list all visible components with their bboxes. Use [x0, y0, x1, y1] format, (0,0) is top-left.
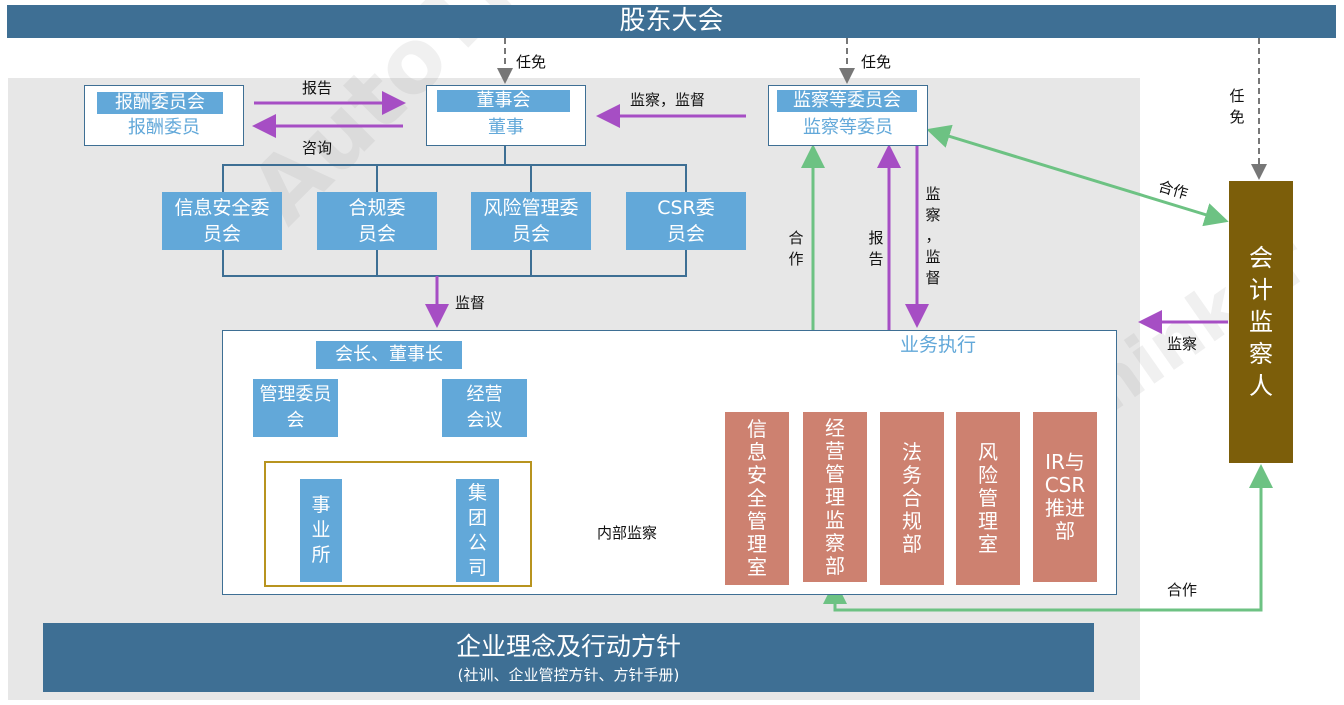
group-frame [264, 461, 532, 587]
dept-management-audit: 经营管理监察部 [803, 412, 867, 582]
philosophy-subtitle: (社训、企业管控方针、方针手册) [457, 666, 680, 684]
label-coop-vertical: 合作 [788, 229, 804, 268]
label-report-vertical: 报告 [868, 229, 884, 268]
remuneration-committee-box: 报酬委员会 报酬委员 [84, 85, 244, 146]
dept-info-security-office: 信息安全管理室 [725, 412, 789, 585]
audit-committee-member: 监察等委员 [803, 117, 893, 138]
dept-legal-compliance: 法务合规部 [880, 412, 944, 585]
execution-label: 业务执行 [900, 334, 977, 356]
label-report: 报告 [302, 79, 333, 97]
label-coop-bottom: 合作 [1167, 581, 1198, 599]
label-supervise-vertical: 监察，监督 [925, 185, 941, 287]
audit-committee-box: 监察等委员会 监察等委员 [768, 85, 928, 146]
remuneration-committee-pill: 报酬委员会 [97, 92, 223, 114]
compliance-committee: 合规委员会 [317, 192, 437, 250]
philosophy-banner: 企业理念及行动方针 (社训、企业管控方针、方针手册) [43, 623, 1094, 692]
remuneration-member: 报酬委员 [128, 117, 200, 138]
csr-committee: CSR委员会 [626, 192, 746, 250]
label-appoint-audit: 任免 [861, 53, 892, 71]
dept-risk-management: 风险管理室 [956, 412, 1020, 585]
info-security-committee: 信息安全委员会 [162, 192, 282, 250]
management-committee-box: 管理委员会 [253, 379, 338, 437]
office-box: 事业所 [300, 479, 342, 582]
label-supervise-right: 监察 [1167, 335, 1198, 353]
risk-management-committee: 风险管理委员会 [471, 192, 591, 250]
label-appoint-auditor: 任免 [1229, 87, 1245, 126]
label-supervise-exec: 监督 [455, 294, 486, 312]
board-box: 董事会 董事 [426, 85, 586, 146]
label-appoint-board: 任免 [516, 53, 547, 71]
dept-ir-csr: IR与CSR推进部 [1033, 412, 1097, 582]
business-meeting-box: 经营会议 [442, 379, 527, 437]
accounting-auditor: 会计监察人 [1229, 181, 1293, 463]
chairman-box: 会长、董事长 [316, 341, 462, 369]
label-consult: 咨询 [302, 139, 333, 157]
shareholders-meeting-banner: 股东大会 [7, 5, 1336, 38]
philosophy-title: 企业理念及行动方针 [455, 632, 681, 661]
audit-committee-pill: 监察等委员会 [777, 90, 917, 112]
group-company-box: 集团公司 [456, 479, 499, 582]
label-internal-audit: 内部监察 [597, 524, 658, 542]
board-pill: 董事会 [437, 90, 570, 112]
board-director: 董事 [488, 117, 524, 138]
label-supervise-board: 监察，监督 [630, 91, 706, 109]
